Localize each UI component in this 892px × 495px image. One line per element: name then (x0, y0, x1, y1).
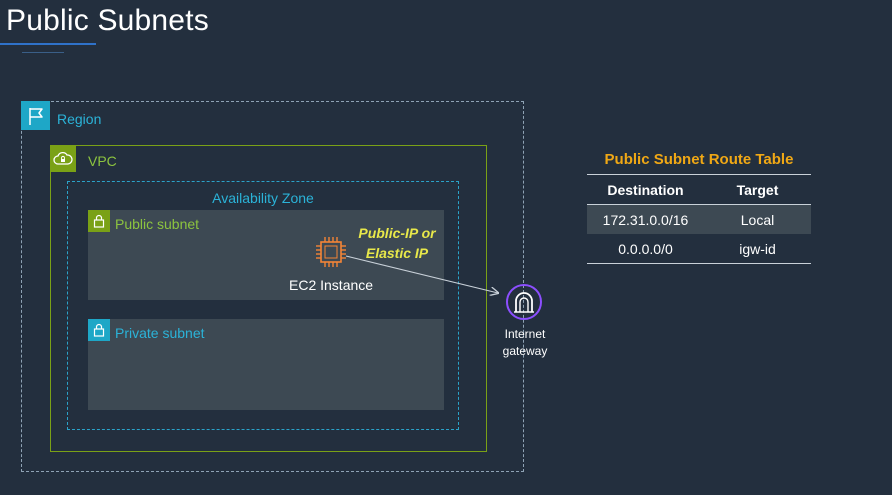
availability-zone-boundary (67, 181, 459, 430)
region-label: Region (57, 111, 102, 127)
destination-cell: 0.0.0.0/0 (618, 240, 673, 257)
tunnel-icon (505, 283, 543, 321)
table-row: 0.0.0.0/0 igw-id (587, 234, 811, 264)
flag-icon (21, 101, 50, 130)
region-boundary (21, 101, 524, 472)
public-ip-label-line1: Public-IP or (358, 225, 436, 241)
internet-gateway-label: Internet gateway (490, 326, 560, 360)
internet-gateway-label-line1: Internet (504, 327, 546, 341)
column-header-destination: Destination (607, 181, 684, 198)
public-ip-label-line2: Elastic IP (365, 245, 429, 261)
public-ip-label: Public-IP or Elastic IP (353, 223, 441, 263)
title-underline-accent (22, 52, 64, 53)
cloud-lock-icon (50, 145, 76, 172)
lock-icon (88, 210, 110, 232)
public-subnet-label: Public subnet (115, 216, 200, 232)
availability-zone-label: Availability Zone (212, 190, 314, 206)
destination-cell: 172.31.0.0/16 (602, 211, 689, 228)
target-cell: igw-id (739, 240, 776, 257)
ec2-instance-label: EC2 Instance (289, 277, 374, 293)
internet-gateway-label-line2: gateway (502, 344, 548, 358)
title-underline (0, 43, 96, 45)
slide-title: Public Subnets (6, 4, 209, 37)
vpc-boundary (50, 145, 487, 452)
private-subnet-box (88, 319, 444, 410)
route-table: Destination Target 172.31.0.0/16 Local 0… (587, 174, 811, 264)
table-row: 172.31.0.0/16 Local (587, 205, 811, 234)
target-cell: Local (740, 211, 775, 228)
lock-icon (88, 319, 110, 341)
column-header-target: Target (736, 181, 779, 198)
route-table-header: Destination Target (587, 175, 811, 205)
vpc-label: VPC (88, 153, 117, 169)
chip-icon (313, 234, 349, 270)
route-table-title: Public Subnet Route Table (604, 151, 794, 168)
private-subnet-label: Private subnet (115, 325, 205, 341)
